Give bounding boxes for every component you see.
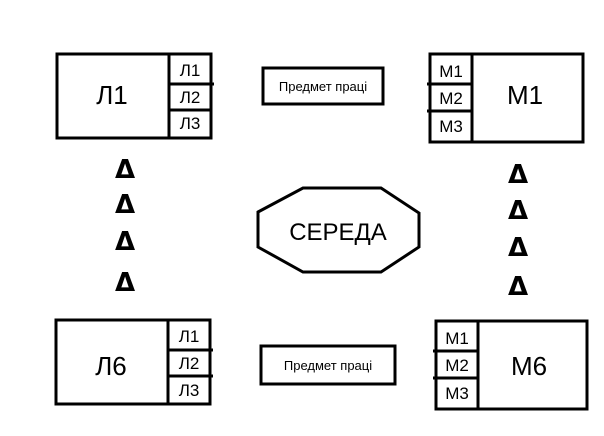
- block-top-right-item-1: М1: [439, 62, 463, 81]
- subject-box-top-label: Предмет праці: [279, 79, 367, 94]
- center-label: СЕРЕДА: [289, 219, 387, 246]
- block-top-left-title: Л1: [96, 80, 128, 110]
- triangle-icon: Δ: [508, 272, 528, 302]
- block-bottom-right-item-1: М1: [445, 329, 469, 348]
- subject-box-bottom-frame: [259, 344, 397, 386]
- block-bottom-left-items-frame: [166, 318, 212, 406]
- block-top-right-title: М1: [507, 80, 543, 110]
- triangle-icon: Δ: [115, 268, 135, 298]
- block-bottom-left-title: Л6: [95, 351, 127, 381]
- block-top-left-item-2: Л2: [180, 88, 201, 107]
- subject-box-bottom-label: Предмет праці: [284, 358, 372, 373]
- triangle-icon: Δ: [115, 190, 135, 220]
- block-bottom-right: М1 М2 М3 М6: [433, 319, 589, 411]
- block-top-right: М1 М2 М3 М1: [427, 52, 585, 144]
- triangle-icon: Δ: [508, 196, 528, 226]
- triangle-icon: Δ: [508, 160, 528, 190]
- block-top-left-item-1: Л1: [180, 61, 201, 80]
- block-top-right-item-3: М3: [439, 117, 463, 136]
- block-bottom-left: Л6 Л1 Л2 Л3: [54, 318, 213, 406]
- triangle-icon: Δ: [508, 233, 528, 263]
- block-bottom-right-items-frame: [434, 319, 480, 411]
- block-bottom-right-title: М6: [511, 351, 547, 381]
- center-hexagon: СЕРЕДА: [256, 186, 421, 274]
- block-top-left-item-3: Л3: [180, 114, 201, 133]
- block-top-right-items-frame: [428, 52, 474, 144]
- triangle-icon: Δ: [115, 227, 135, 257]
- block-bottom-left-item-2: Л2: [179, 354, 200, 373]
- block-top-right-item-2: М2: [439, 89, 463, 108]
- block-bottom-left-item-3: Л3: [179, 381, 200, 400]
- arrows-left: Δ Δ Δ Δ: [115, 155, 135, 298]
- subject-box-top: Предмет праці: [261, 66, 385, 106]
- arrows-right: Δ Δ Δ Δ: [508, 160, 528, 302]
- subject-box-bottom: Предмет праці: [259, 344, 397, 386]
- block-bottom-right-item-3: М3: [445, 384, 469, 403]
- subject-box-top-frame: [261, 66, 385, 106]
- block-top-left: Л1 Л1 Л2 Л3: [55, 52, 214, 140]
- block-bottom-left-item-1: Л1: [179, 327, 200, 346]
- block-bottom-right-item-2: М2: [445, 356, 469, 375]
- block-top-left-items-frame: [167, 52, 213, 140]
- triangle-icon: Δ: [115, 155, 135, 185]
- center-hexagon-shape: [256, 186, 421, 274]
